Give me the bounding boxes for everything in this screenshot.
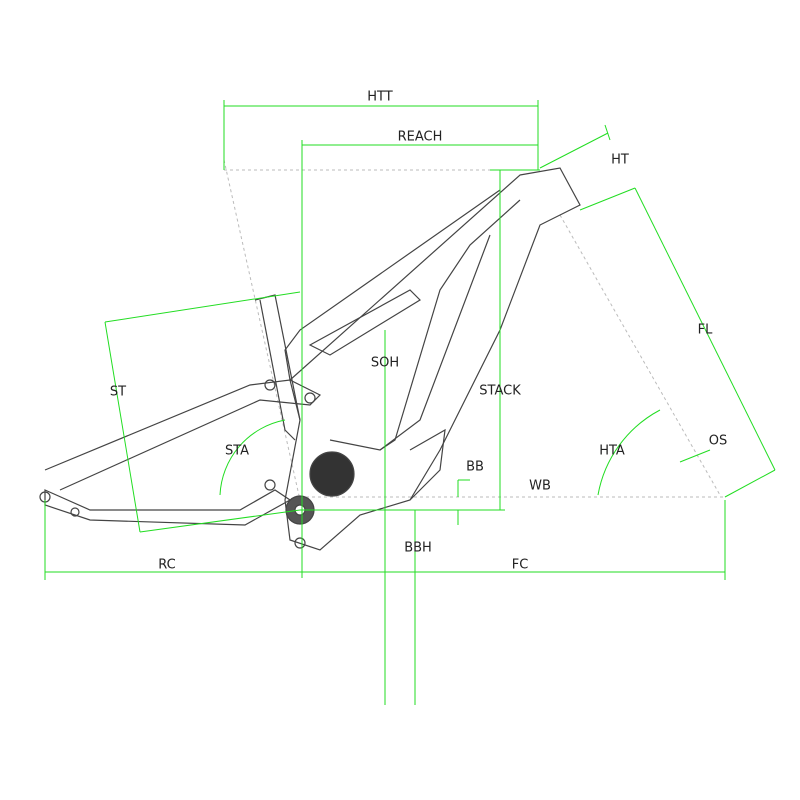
- fc-label: FC: [511, 557, 529, 573]
- hta-arc: [597, 409, 661, 496]
- os-label: OS: [708, 433, 728, 449]
- bb-label: BB: [466, 459, 484, 475]
- os-dimension: [679, 449, 711, 463]
- fl-label: FL: [697, 322, 713, 338]
- soh-label: SOH: [370, 355, 400, 371]
- sta-arc: [219, 419, 286, 496]
- guide-lines: [223, 159, 725, 501]
- wb-label: WB: [529, 478, 551, 494]
- dimension-lines: [44, 100, 776, 705]
- bike-frame: [39, 167, 581, 551]
- ht-dimension: [539, 132, 609, 169]
- rc-label: RC: [158, 557, 176, 573]
- bbh-label: BBH: [404, 540, 432, 556]
- hta-label: HTA: [599, 443, 625, 459]
- st-label: ST: [109, 384, 127, 400]
- reach-label: REACH: [397, 129, 443, 145]
- htt-label: HTT: [367, 89, 393, 105]
- stack-label: STACK: [479, 383, 521, 399]
- fl-dimension: [634, 187, 776, 471]
- sta-label: STA: [224, 443, 250, 459]
- ht-label: HT: [611, 152, 629, 168]
- st-dimension: [104, 321, 141, 533]
